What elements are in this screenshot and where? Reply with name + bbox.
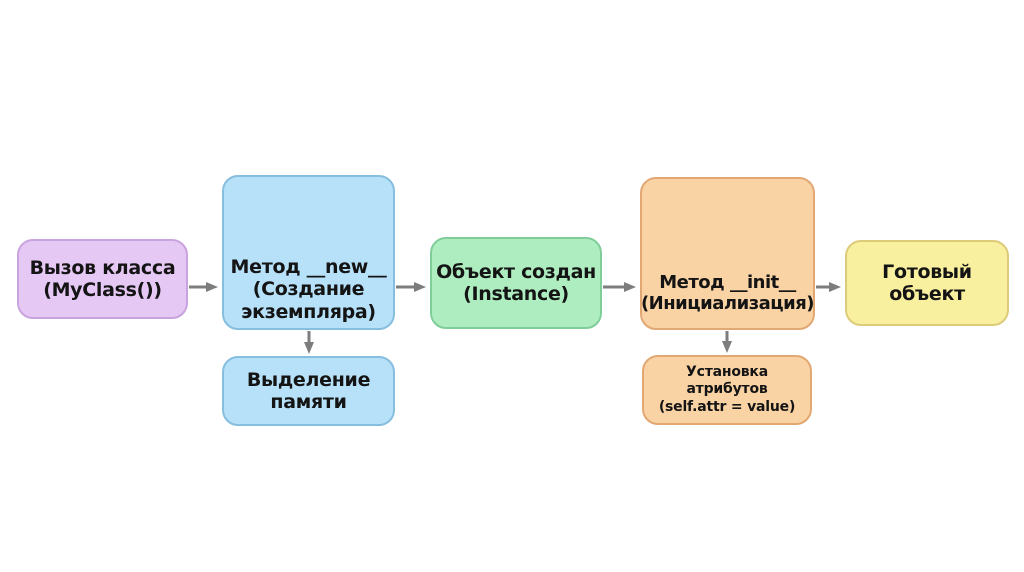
node-class-call-label: Вызов класса (MyClass()) bbox=[29, 256, 176, 301]
node-method-new: Метод __new__ (Создание экземпляра) bbox=[222, 175, 395, 330]
node-instance-created-label: Объект создан (Instance) bbox=[436, 260, 596, 305]
node-memory-allocation: Выделение памяти bbox=[222, 356, 395, 426]
node-class-call: Вызов класса (MyClass()) bbox=[17, 239, 188, 319]
node-ready-object: Готовый объект bbox=[845, 240, 1009, 326]
node-method-new-label: Метод __new__ (Создание экземпляра) bbox=[230, 255, 387, 323]
node-method-init: Метод __init__ (Инициализация) bbox=[640, 177, 815, 330]
node-memory-allocation-label: Выделение памяти bbox=[246, 368, 371, 413]
node-ready-object-label: Готовый объект bbox=[882, 260, 972, 305]
node-attribute-setup-label: Установка атрибутов (self.attr = value) bbox=[658, 363, 796, 415]
node-instance-created: Объект создан (Instance) bbox=[430, 237, 602, 329]
node-attribute-setup: Установка атрибутов (self.attr = value) bbox=[642, 355, 812, 425]
node-method-init-label: Метод __init__ (Инициализация) bbox=[640, 271, 815, 314]
